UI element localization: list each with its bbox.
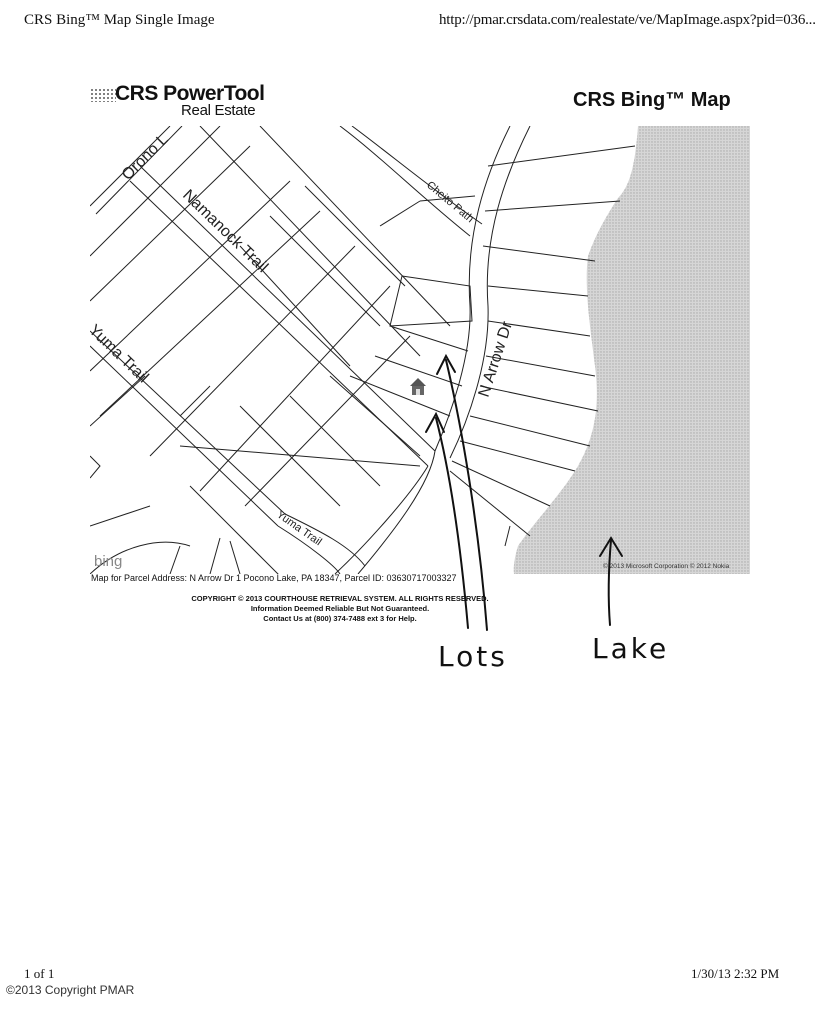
annotation-lots: Lots <box>438 640 508 673</box>
lake-area <box>513 126 750 574</box>
logo-line2: Real Estate <box>181 102 256 119</box>
annotation-lake: Lake <box>592 632 670 665</box>
logo-line1: CRS PowerTool <box>115 82 265 105</box>
footer-copyright: ©2013 Copyright PMAR <box>6 983 135 997</box>
copyright-line1: COPYRIGHT © 2013 COURTHOUSE RETRIEVAL SY… <box>191 594 489 603</box>
parcel-address: Map for Parcel Address: N Arrow Dr 1 Poc… <box>91 573 457 583</box>
crs-logo: CRS PowerTool Real Estate <box>90 82 270 122</box>
page-count: 1 of 1 <box>24 966 55 981</box>
bing-logo: bing <box>94 553 122 570</box>
page-header-url[interactable]: http://pmar.crsdata.com/realestate/ve/Ma… <box>439 12 816 28</box>
house-icon[interactable] <box>410 378 426 395</box>
logo-dots-icon <box>90 88 116 102</box>
copyright-block: COPYRIGHT © 2013 COURTHOUSE RETRIEVAL SY… <box>150 594 530 624</box>
page-header-title: CRS Bing™ Map Single Image <box>24 12 215 28</box>
microsoft-credit: © 2013 Microsoft Corporation © 2012 Noki… <box>603 563 730 570</box>
copyright-line3: Contact Us at (800) 374-7488 ext 3 for H… <box>263 614 417 623</box>
print-datetime: 1/30/13 2:32 PM <box>691 966 780 981</box>
map-view[interactable]: Orono L Namanock Trail Yuma Trail Yuma T… <box>90 126 750 574</box>
copyright-line2: Information Deemed Reliable But Not Guar… <box>250 604 430 613</box>
map-title: CRS Bing™ Map <box>573 89 731 111</box>
